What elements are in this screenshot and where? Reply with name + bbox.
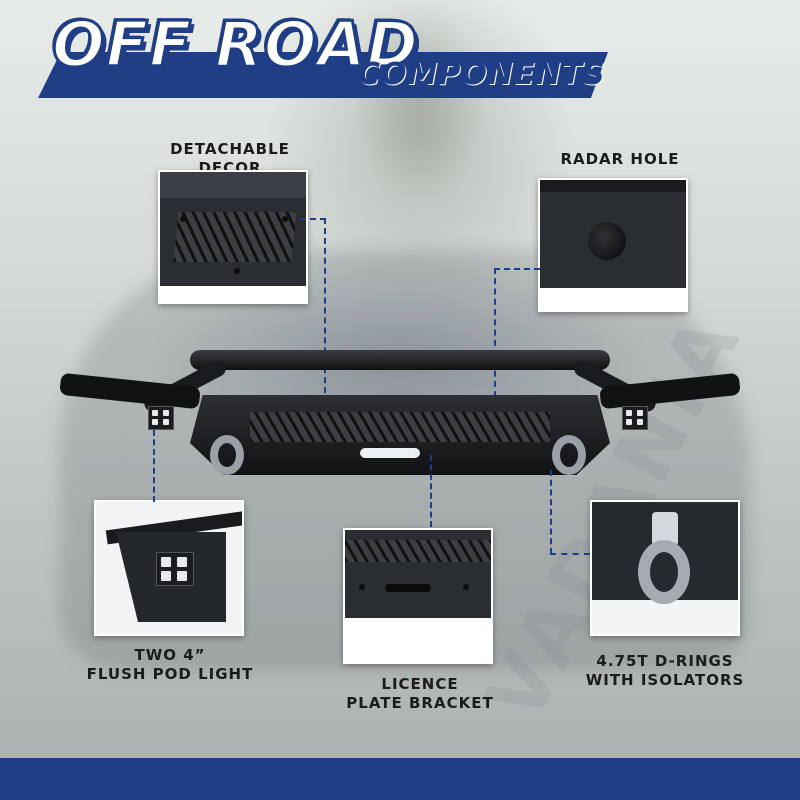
licence-plate-label-line2: PLATE BRACKET [346,693,494,712]
bumper-wing-right [599,372,741,410]
winch-slot [360,448,420,458]
radar-hole-panel [538,178,688,312]
d-rings-label: 4.75T D-RINGS WITH ISOLATORS [580,652,750,690]
bumper-hoop [190,350,610,370]
d-rings-panel [590,500,740,636]
footer-band [0,758,800,800]
d-ring-left [210,435,244,475]
connector-radar-v [494,268,496,428]
pod-light-label-line1: TWO 4” [134,646,206,664]
radar-hole-label: RADAR HOLE [560,150,680,168]
pod-light-right [622,406,648,430]
connector-dring-v [550,470,552,554]
plate-mesh [345,540,491,562]
licence-plate-label-line1: LICENCE [381,675,459,693]
mesh-grille [173,212,297,262]
pod-light-label: TWO 4” FLUSH POD LIGHT [80,646,260,684]
d-ring-detail [638,540,690,604]
header-subtitle: COMPONENTS [358,57,606,92]
radar-hole-circle [588,222,626,260]
d-rings-label-line1: 4.75T D-RINGS [596,652,734,670]
d-ring-right [552,435,586,475]
connector-pod [153,430,155,502]
pod-light-left [148,406,174,430]
bumper-illustration [59,340,741,500]
bumper-mesh [250,412,550,442]
detachable-decor-panel [158,170,308,304]
licence-plate-panel [343,528,493,664]
d-rings-label-line2: WITH ISOLATORS [585,670,745,689]
header-title: OFF ROAD [51,8,420,81]
pod-light-label-line2: FLUSH POD LIGHT [86,664,254,683]
connector-radar-h [494,268,540,270]
bumper-wing-left [59,372,201,410]
pod-light-detail [156,552,194,586]
connector-plate [430,455,432,527]
header-band [38,52,608,98]
pod-light-panel [94,500,244,636]
connector-decor-h [300,218,326,220]
connector-decor-v [324,218,326,423]
plate-slot [385,584,431,592]
connector-dring-h [550,553,590,555]
licence-plate-label: LICENCE PLATE BRACKET [330,675,510,713]
